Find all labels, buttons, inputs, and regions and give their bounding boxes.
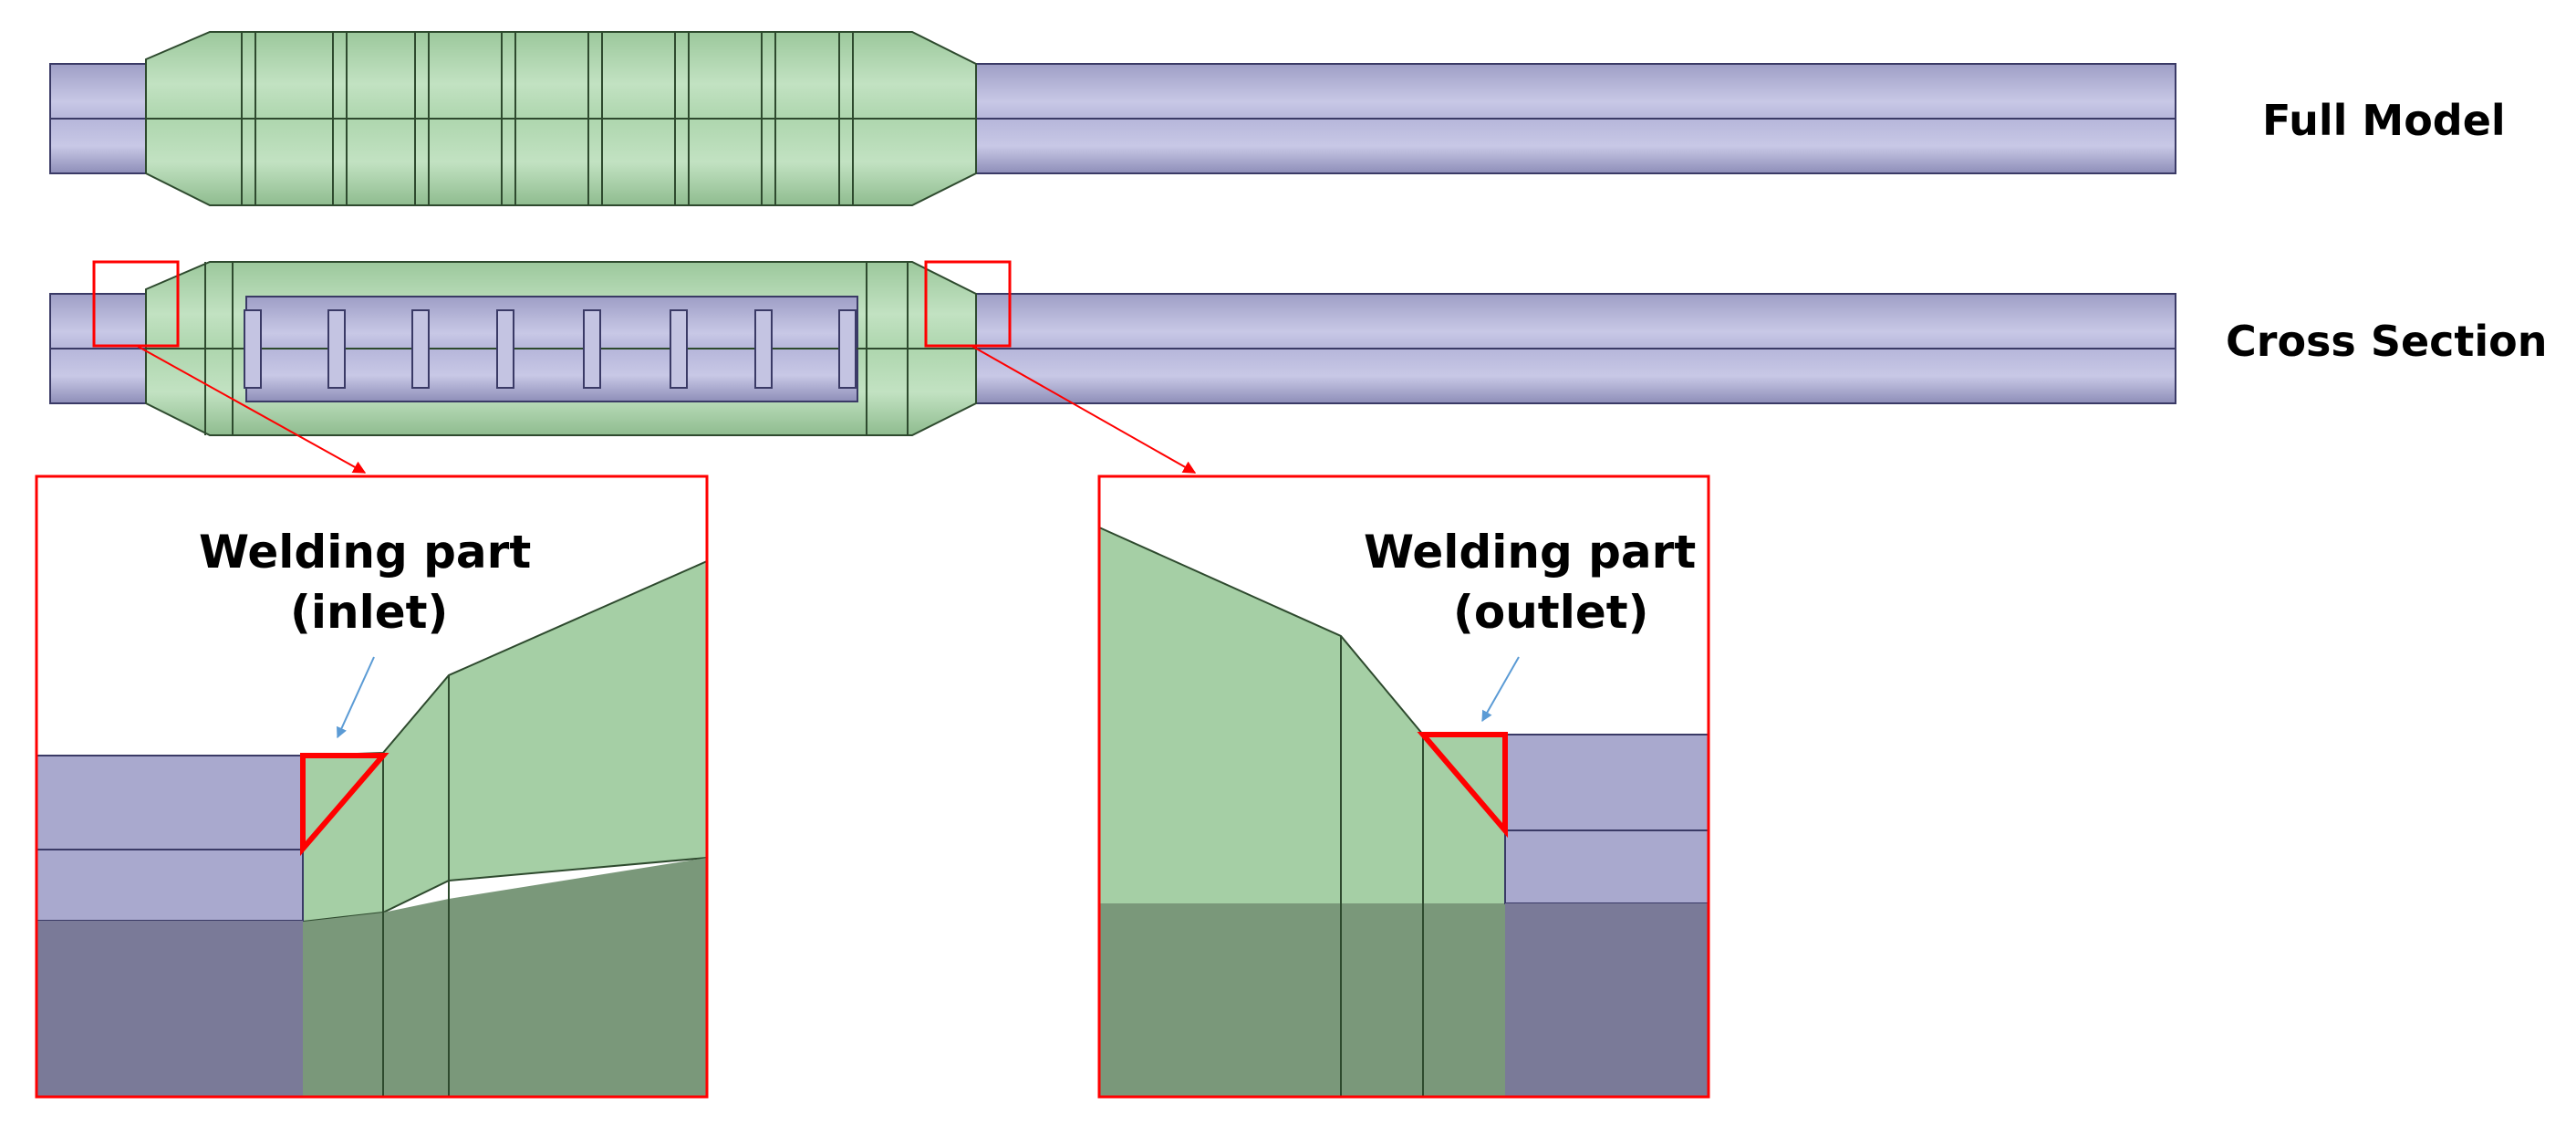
inlet-zoom-frame	[35, 475, 709, 1099]
full-model-baffle-lines	[241, 32, 854, 205]
cross-section-baffle-pairs	[244, 309, 857, 389]
outlet-weld-arrow	[1481, 656, 1520, 723]
outlet-highlight-box	[924, 260, 1012, 348]
outlet-zoom-panel: Welding part (outlet)	[1097, 475, 1710, 1099]
inlet-highlight-box	[92, 260, 180, 348]
outlet-weld-label-line1: Welding part	[1364, 526, 1696, 579]
outlet-weld-label-line2: (outlet)	[1453, 586, 1649, 639]
inlet-weld-marker	[300, 753, 390, 857]
outlet-zoom-arrow	[971, 345, 1197, 474]
inlet-zoom-arrow	[136, 345, 367, 474]
inlet-zoom-panel: Welding part (inlet)	[35, 475, 709, 1099]
cross-section	[49, 261, 2176, 436]
inlet-weld-label-line2: (inlet)	[290, 586, 448, 639]
inlet-weld-label-line1: Welding part	[199, 526, 531, 579]
inlet-weld-arrow	[337, 656, 375, 739]
outlet-zoom-frame	[1097, 475, 1710, 1099]
cross-section-label: Cross Section	[2226, 317, 2548, 366]
full-model-label: Full Model	[2262, 96, 2506, 145]
full-model	[49, 31, 2176, 206]
outlet-weld-marker	[1417, 732, 1508, 839]
cross-section-baffle-lines	[204, 262, 909, 435]
